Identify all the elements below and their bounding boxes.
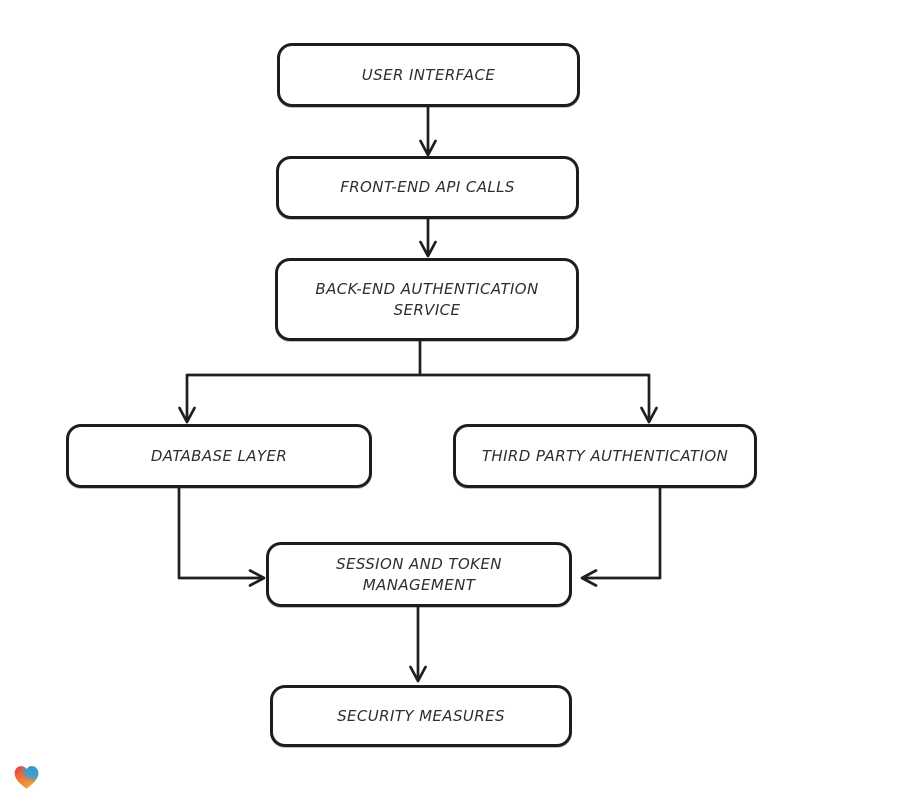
edge-database-layer-to-session-and-token-management	[177, 486, 266, 587]
node-label: SECURITY MEASURES	[337, 706, 505, 725]
node-front-end-api-calls: FRONT-END API CALLS	[276, 156, 579, 219]
node-session-and-token-management: SESSION AND TOKEN MANAGEMENT	[266, 542, 572, 607]
node-label: THIRD PARTY AUTHENTICATION	[481, 446, 729, 465]
node-label: SESSION AND TOKEN MANAGEMENT	[336, 554, 502, 594]
node-label: FRONT-END API CALLS	[340, 178, 515, 196]
node-label: BACK-END AUTHENTICATION SERVICE	[315, 279, 539, 319]
heart-shape-blue-overlay	[14, 766, 39, 789]
node-label: DATABASE LAYER	[150, 446, 288, 465]
edge-user-interface-to-front-end-api-calls	[419, 105, 437, 157]
edge-front-end-api-calls-to-back-end-authentication-service	[419, 217, 437, 258]
node-third-party-authentication: THIRD PARTY AUTHENTICATION	[453, 424, 757, 488]
node-back-end-authentication-service: BACK-END AUTHENTICATION SERVICE	[275, 258, 579, 341]
heart-logo	[14, 766, 39, 789]
node-security-measures: SECURITY MEASURES	[270, 685, 572, 747]
edge-session-and-token-management-to-security-measures	[409, 603, 427, 683]
node-database-layer: DATABASE LAYER	[66, 424, 372, 488]
edge-back-end-authentication-service-to-third-party-authentication	[418, 373, 658, 424]
edge-back-end-authentication-service-to-database-layer	[178, 339, 422, 424]
node-user-interface: USER INTERFACE	[277, 43, 580, 107]
edge-third-party-authentication-to-session-and-token-management	[580, 486, 662, 587]
node-label: USER INTERFACE	[361, 65, 496, 84]
